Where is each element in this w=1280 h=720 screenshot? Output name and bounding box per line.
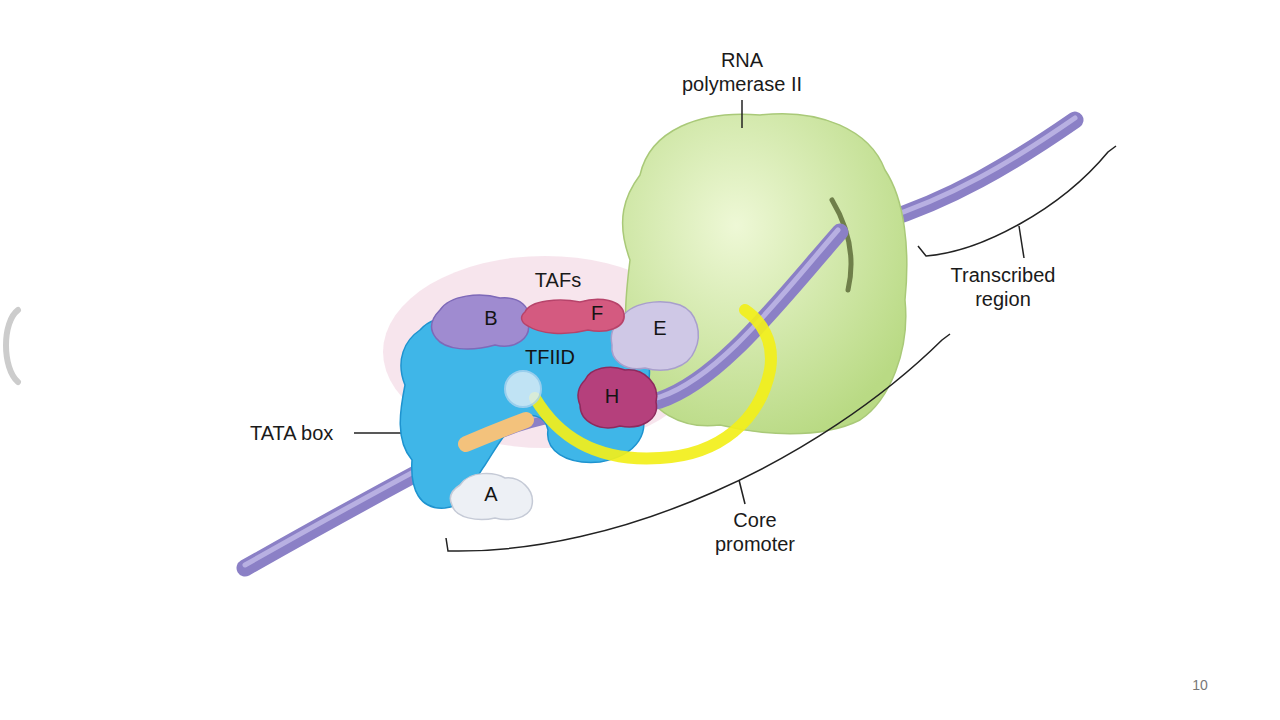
highlight-arc <box>535 310 771 458</box>
factor-name: TFIID <box>525 345 575 369</box>
factor-blob: F <box>518 294 628 338</box>
bracket-tick <box>1019 226 1024 258</box>
factor-name: A <box>484 482 497 506</box>
factor-name: E <box>653 316 666 340</box>
blob-outline <box>428 290 534 354</box>
factor-blob: A <box>446 466 538 526</box>
blob-outline <box>518 294 628 338</box>
region-label: Transcribed region <box>933 263 1073 311</box>
dna-highlight-front <box>245 230 838 565</box>
slide-edge-mark <box>6 310 18 382</box>
factor-name: F <box>591 301 603 325</box>
factor-blob: B <box>428 290 534 354</box>
blob-shape <box>432 295 529 349</box>
factor-name: B <box>484 306 497 330</box>
blob-shape <box>522 299 625 333</box>
blob-shape <box>450 474 532 520</box>
leader-line <box>741 100 743 128</box>
tata-box-segment <box>466 420 526 444</box>
dna-highlight-back <box>880 118 1075 220</box>
slide-number: 10 <box>1192 677 1208 694</box>
bracket-tick <box>739 480 745 504</box>
blob-shape <box>578 367 657 428</box>
transcribed-bracket <box>918 146 1116 256</box>
part-label: RNA polymerase II <box>676 48 808 96</box>
highlight-circle <box>505 371 541 407</box>
part-label: TATA box <box>250 421 333 445</box>
factor-blob: H <box>575 362 663 434</box>
factor-name: H <box>605 384 619 408</box>
region-label: Core promoter <box>700 508 810 556</box>
part-label: TAFs <box>535 268 581 292</box>
